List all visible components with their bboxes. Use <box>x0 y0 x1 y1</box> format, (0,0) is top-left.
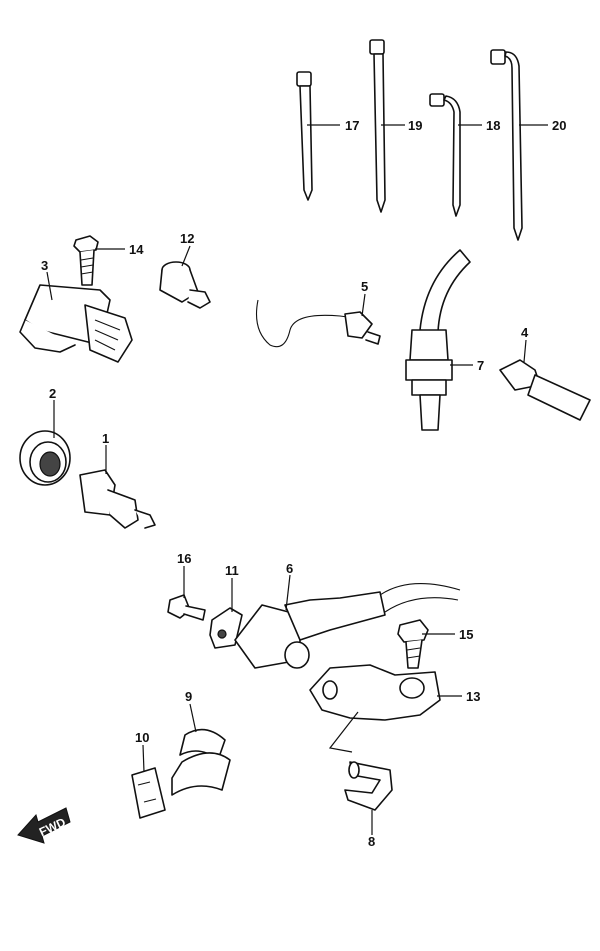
callout-17: 17 <box>345 118 359 133</box>
cable-tie-18 <box>429 93 461 217</box>
callout-3: 3 <box>41 258 48 273</box>
callout-20: 20 <box>552 118 566 133</box>
callout-10: 10 <box>135 730 149 745</box>
sensor-5 <box>255 299 381 348</box>
callout-11: 11 <box>225 563 239 578</box>
temperature-sensor-4 <box>499 359 591 421</box>
pad-10 <box>131 767 166 819</box>
callout-5: 5 <box>361 279 368 294</box>
callout-9: 9 <box>185 689 192 704</box>
callout-1: 1 <box>102 431 109 446</box>
bolt-15 <box>397 619 429 669</box>
bracket-11 <box>209 607 243 649</box>
pressure-sensor-3 <box>19 284 133 363</box>
callout-6: 6 <box>286 561 293 576</box>
callout-18: 18 <box>486 118 500 133</box>
callout-19: 19 <box>408 118 422 133</box>
callout-16: 16 <box>177 551 191 566</box>
fwd-direction-arrow: FWD <box>17 807 71 844</box>
pressure-switch-12 <box>159 261 211 309</box>
callout-14: 14 <box>129 242 144 257</box>
callout-7: 7 <box>477 358 484 373</box>
callout-15: 15 <box>459 627 473 642</box>
oxygen-sensor-7 <box>405 249 471 431</box>
cable-tie-19 <box>369 39 386 213</box>
callout-2: 2 <box>49 386 56 401</box>
callout-13: 13 <box>466 689 480 704</box>
clip-8 <box>344 761 393 811</box>
callout-4: 4 <box>521 325 529 340</box>
fwd-label: FWD <box>37 815 68 839</box>
sensor-1 <box>79 469 156 529</box>
clamp-9 <box>171 728 231 796</box>
callout-8: 8 <box>368 834 375 849</box>
crank-sensor-6 <box>234 583 461 669</box>
cable-tie-20 <box>490 49 523 241</box>
bracket-13 <box>309 664 441 721</box>
grommet-2 <box>19 430 71 486</box>
callout-12: 12 <box>180 231 194 246</box>
bolt-16 <box>167 594 206 621</box>
bolt-14 <box>73 235 99 286</box>
cable-tie-17 <box>296 71 313 201</box>
leader-lines <box>46 124 548 835</box>
